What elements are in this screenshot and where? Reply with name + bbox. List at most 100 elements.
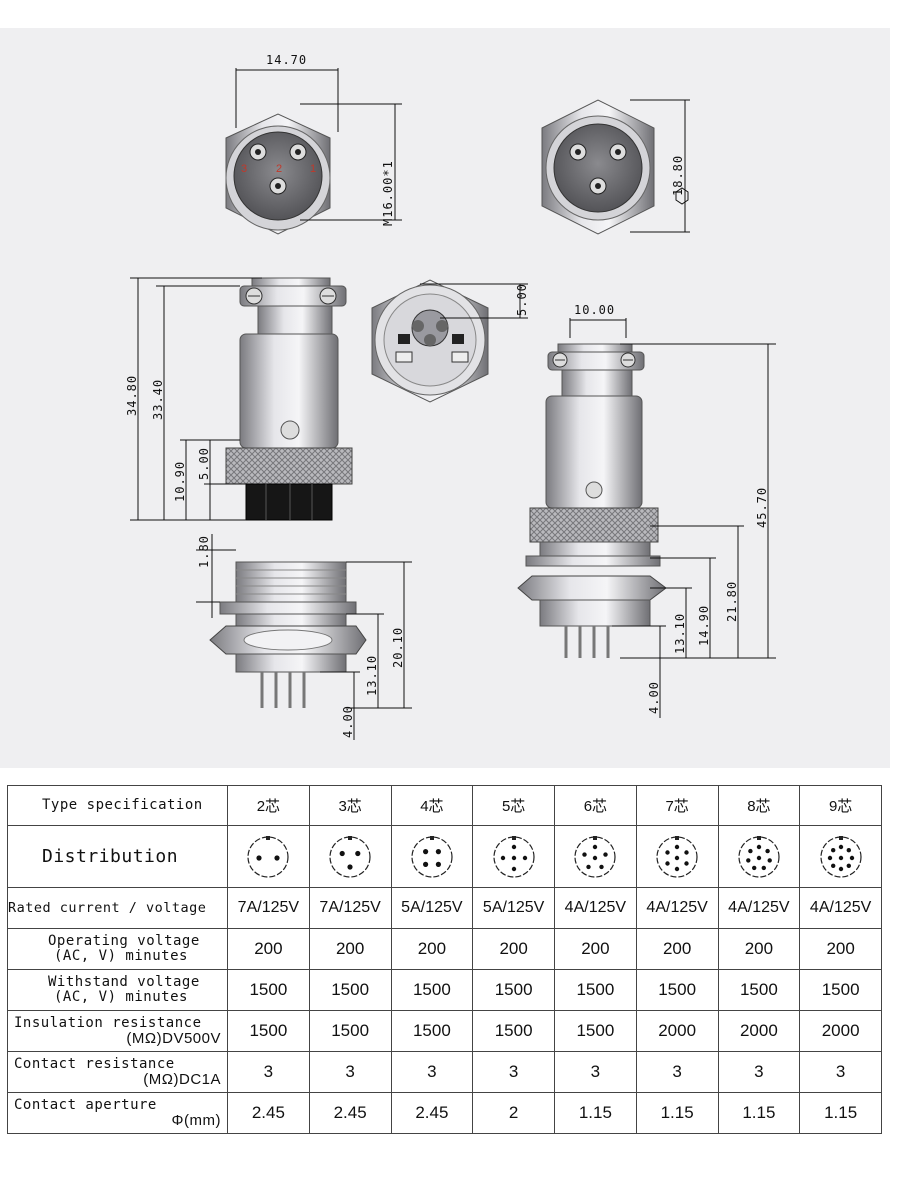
pin-dot <box>751 865 757 870</box>
dim-m16: M16.00*1 <box>381 160 395 226</box>
type-cell: 5芯 <box>472 785 555 826</box>
spec-value-cell: 2000 <box>799 1010 882 1052</box>
spec-value-cell: 2.45 <box>227 1092 310 1134</box>
spec-table: Type specification 2芯 3芯 4芯 5芯 6芯 7芯 8芯 … <box>7 785 882 1134</box>
pin-dot <box>582 851 588 857</box>
type-cell: 4芯 <box>390 785 474 826</box>
spec-value-cell: 200 <box>227 928 310 970</box>
pin-layout-cell <box>635 825 719 888</box>
pin-layout-cell <box>390 825 474 888</box>
spec-value-cell: 1.15 <box>635 1092 719 1134</box>
pin-dot <box>347 863 353 870</box>
pin-dot <box>511 844 516 849</box>
pin-layout-cell <box>799 825 882 888</box>
pin-dot <box>511 866 516 871</box>
spec-value-cell: 200 <box>799 928 882 970</box>
pin-dot <box>838 866 843 871</box>
spec-value-cell: 1500 <box>472 969 555 1011</box>
spec-value-cell: 3 <box>554 1051 637 1093</box>
type-cell: 9芯 <box>799 785 882 826</box>
front-view-left: 3 2 1 14.70 M16.00*1 <box>225 53 402 235</box>
dim-18-80: 18.80 <box>671 155 685 196</box>
spec-value-cell: 2.45 <box>308 1092 392 1134</box>
pin-dot <box>422 861 429 867</box>
pin-dot <box>674 844 680 849</box>
spec-value-cell: 7A/125V <box>308 887 392 929</box>
pin-dot <box>748 848 753 853</box>
assembled-side-view: 10.00 45.70 21.80 14.90 13.10 4.00 <box>517 303 776 718</box>
spec-row-label-main: Operating voltage <box>48 933 200 949</box>
spec-row-label-main: Contact aperture <box>14 1097 157 1113</box>
spec-value-cell: 1500 <box>554 1010 637 1052</box>
front-view-right: 18.80 <box>541 99 690 235</box>
spec-value-cell: 2000 <box>635 1010 719 1052</box>
type-cell: 2芯 <box>227 785 310 826</box>
spec-row-label: Withstand voltage(AC, V) minutes <box>7 969 228 1011</box>
pin-dot <box>435 861 441 867</box>
dim-34-80: 34.80 <box>125 375 139 416</box>
spec-row-label: Contact resistance(MΩ)DC1A <box>7 1051 228 1093</box>
pin-layout-cell <box>717 825 801 888</box>
pin-dot <box>355 850 361 856</box>
pin-layout-icon <box>738 835 780 878</box>
dim-10-00: 10.00 <box>574 303 615 317</box>
spec-row-label: Operating voltage(AC, V) minutes <box>7 928 228 970</box>
pin-label-2: 2 <box>276 163 282 175</box>
pin-dot <box>761 865 766 870</box>
dim-1-80: 1.80 <box>197 535 211 568</box>
pin-dot <box>846 863 851 868</box>
spec-value-cell: 2 <box>472 1092 555 1134</box>
spec-value-cell: 200 <box>390 928 474 970</box>
dim-21-80: 21.80 <box>725 581 739 622</box>
dim-10-90: 10.90 <box>173 461 187 502</box>
pin-dot <box>599 864 605 869</box>
pin-dot <box>586 864 592 869</box>
spec-value-cell: 2.45 <box>390 1092 474 1134</box>
spec-row-label-main: Rated current / voltage <box>8 899 207 916</box>
spec-value-cell: 5A/125V <box>390 887 474 929</box>
type-row: Type specification 2芯 3芯 4芯 5芯 6芯 7芯 8芯 … <box>7 785 882 826</box>
pin-dot <box>684 860 689 866</box>
spec-value-cell: 1500 <box>717 969 801 1011</box>
pin-layout-icon <box>411 835 453 878</box>
pin-dot <box>838 855 843 860</box>
pin-dot <box>274 854 280 861</box>
spec-value-cell: 4A/125V <box>799 887 882 929</box>
spec-value-cell: 1500 <box>799 969 882 1011</box>
type-cell: 8芯 <box>717 785 801 826</box>
spec-row-label-sub: Φ(mm) <box>171 1112 221 1129</box>
dim-14-90: 14.90 <box>697 605 711 646</box>
spec-value-cell: 4A/125V <box>717 887 801 929</box>
spec-value-cell: 4A/125V <box>554 887 637 929</box>
pin-dot <box>665 849 670 855</box>
type-cell: 3芯 <box>308 785 392 826</box>
connector-drawing-svg: 3 2 1 14.70 M16.00*1 18.80 <box>125 53 776 740</box>
pin-dot <box>256 854 262 861</box>
spec-value-cell: 1.15 <box>799 1092 882 1134</box>
spec-row-label-main: Withstand voltage <box>48 974 200 990</box>
spec-value-cell: 1500 <box>308 969 392 1011</box>
pin-dot <box>745 857 751 863</box>
dim-20-10: 20.10 <box>391 627 405 668</box>
pin-dot <box>684 849 689 855</box>
dim-33-40: 33.40 <box>151 379 165 420</box>
spec-value-cell: 7A/125V <box>227 887 310 929</box>
spec-value-cell: 200 <box>717 928 801 970</box>
pin-dot <box>846 847 851 852</box>
spec-row-label-sub: (MΩ)DV500V <box>126 1030 221 1047</box>
spec-value-cell: 1500 <box>635 969 719 1011</box>
spec-value-cell: 3 <box>717 1051 801 1093</box>
pin-dot <box>511 855 516 860</box>
pin-dot <box>756 844 762 849</box>
dim-13-10-left: 13.10 <box>365 655 379 696</box>
spec-value-cell: 200 <box>308 928 392 970</box>
spec-value-cell: 3 <box>390 1051 474 1093</box>
spec-row-label-sub: (AC, V) minutes <box>54 948 188 964</box>
spec-value-cell: 200 <box>472 928 555 970</box>
pin-layout-cell <box>308 825 392 888</box>
